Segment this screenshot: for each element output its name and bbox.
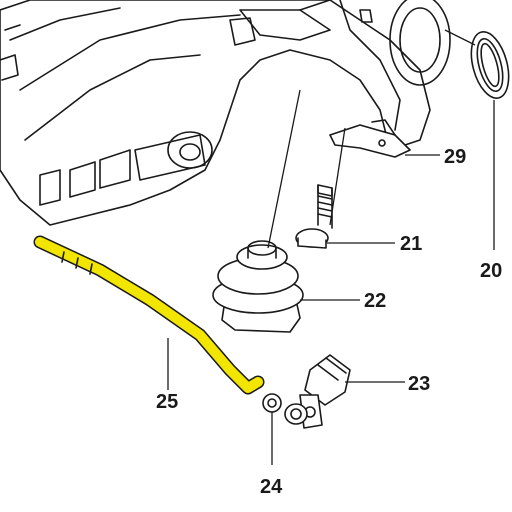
callout-23: 23: [408, 373, 430, 395]
part-25-hose-highlighted: [33, 235, 265, 395]
callout-25: 25: [156, 391, 178, 413]
callout-24: 24: [260, 476, 283, 498]
callout-29: 29: [444, 146, 466, 168]
part-20-seal-ring: [470, 31, 510, 99]
callout-21: 21: [400, 233, 422, 255]
part-24-grommet-nut: [262, 393, 308, 425]
callout-20: 20: [480, 260, 502, 282]
part-22-grommet: [212, 240, 304, 333]
callout-22: 22: [364, 290, 386, 312]
part-29-clip: [329, 119, 411, 158]
part-21-screw: [295, 184, 333, 249]
part-23-connector: [299, 354, 351, 429]
housing-body: [0, 0, 451, 226]
